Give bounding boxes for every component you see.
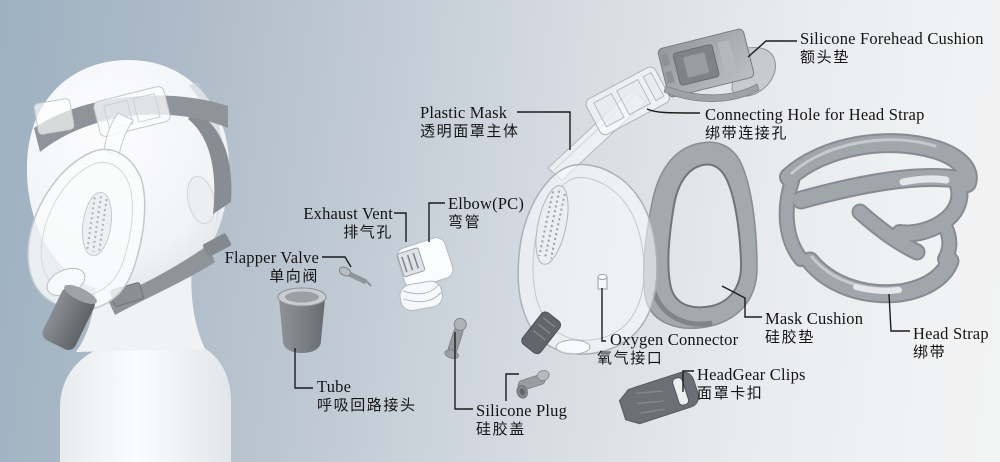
leader-silicone-plug-bracket — [505, 373, 519, 401]
label-en: Plastic Mask — [420, 103, 508, 122]
label-en: Exhaust Vent — [303, 204, 393, 223]
leader-connecting-hole — [646, 108, 701, 114]
leader-head-strap — [888, 293, 910, 332]
leader-flapper-valve — [322, 256, 352, 268]
label-head-strap: Head Strap 绑带 — [913, 324, 989, 363]
leader-elbow — [428, 202, 445, 242]
part-elbow — [396, 237, 454, 312]
part-silicone-plug-b — [516, 369, 550, 399]
part-mask-cushion — [642, 141, 758, 329]
label-silicone-plug: Silicone Plug 硅胶盖 — [476, 401, 567, 440]
label-zh: 透明面罩主体 — [420, 124, 520, 140]
label-zh: 面罩卡扣 — [697, 386, 764, 402]
label-silicone-forehead-cushion: Silicone Forehead Cushion 额头垫 — [800, 29, 984, 68]
label-plastic-mask: Plastic Mask 透明面罩主体 — [420, 103, 520, 142]
label-exhaust-vent: Exhaust Vent 排气孔 — [303, 204, 393, 243]
exhaust-vent-area — [535, 185, 569, 265]
label-zh: 排气孔 — [343, 225, 393, 241]
label-en: Flapper Valve — [224, 248, 319, 267]
label-elbow: Elbow(PC) 弯管 — [448, 194, 524, 233]
mask-vent-on-head — [81, 191, 113, 257]
leader-headgear-clips — [682, 370, 694, 392]
label-tube: Tube 呼吸回路接头 — [317, 377, 417, 416]
leader-lines — [294, 40, 910, 410]
head-strap-top — [34, 95, 228, 152]
label-mask-cushion: Mask Cushion 硅胶垫 — [765, 309, 863, 348]
part-forehead-cushion — [657, 28, 776, 102]
leader-exhaust-vent — [394, 212, 407, 242]
part-plastic-mask — [517, 66, 670, 355]
mannequin-bust — [26, 59, 232, 462]
label-zh: 弯管 — [448, 215, 482, 231]
part-silicone-plug-a — [444, 317, 467, 359]
connecting-hole-pad — [585, 66, 670, 136]
label-zh: 氧气接口 — [597, 351, 664, 367]
label-en: Connecting Hole for Head Strap — [705, 105, 925, 124]
leader-silicone-plug — [454, 332, 473, 410]
leader-silicone-forehead-cushion — [747, 40, 797, 58]
label-en: Mask Cushion — [765, 309, 864, 328]
mask-tube-on-head — [42, 284, 97, 350]
label-zh: 绑带 — [913, 345, 947, 361]
head-strap-rear-panel — [188, 110, 232, 214]
leader-plastic-mask — [517, 111, 571, 150]
label-zh: 额头垫 — [800, 50, 850, 66]
label-zh: 绑带连接孔 — [705, 126, 789, 142]
leader-tube — [294, 348, 313, 389]
strap-clip-side — [202, 233, 232, 257]
strap-clip-clear — [33, 98, 75, 135]
oxygen-connector-nub — [597, 274, 608, 290]
label-en: Head Strap — [913, 324, 989, 343]
mask-arm-on-head — [103, 112, 134, 157]
part-tube — [277, 287, 327, 353]
label-en: HeadGear Clips — [697, 365, 806, 384]
label-zh: 呼吸回路接头 — [317, 398, 417, 414]
label-zh: 单向阀 — [269, 269, 319, 285]
part-head-strap — [778, 133, 978, 304]
label-zh: 硅胶垫 — [765, 330, 815, 346]
label-oxygen-connector: Oxygen Connector 氧气接口 — [597, 330, 739, 369]
label-en: Elbow(PC) — [448, 194, 525, 213]
part-flapper-valve — [338, 266, 373, 287]
label-en: Silicone Forehead Cushion — [800, 29, 984, 48]
label-connecting-hole: Connecting Hole for Head Strap 绑带连接孔 — [705, 105, 925, 144]
leader-mask-cushion — [721, 285, 762, 318]
leader-oxygen-connector — [601, 288, 606, 342]
label-headgear-clips: HeadGear Clips 面罩卡扣 — [697, 365, 806, 404]
clip-on-mask — [521, 311, 562, 355]
label-en: Tube — [317, 377, 352, 396]
label-flapper-valve: Flapper Valve 单向阀 — [225, 248, 319, 287]
part-headgear-clip — [618, 371, 699, 425]
ear — [186, 175, 216, 225]
label-zh: 硅胶盖 — [476, 422, 526, 438]
label-en: Silicone Plug — [476, 401, 568, 420]
label-en: Oxygen Connector — [610, 330, 739, 349]
